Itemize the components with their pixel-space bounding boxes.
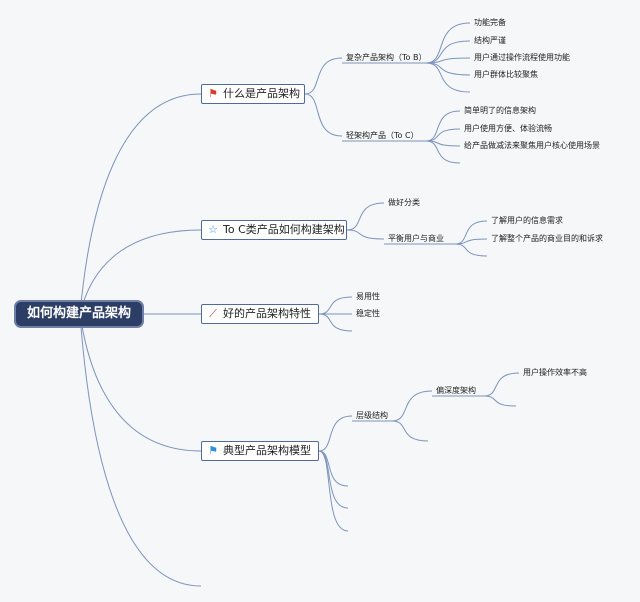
node-usability[interactable]: 易用性	[356, 292, 380, 301]
connector-t4-empty-1	[318, 450, 349, 509]
connector-t4-empty-0	[318, 450, 349, 487]
connector-t3-item-0	[318, 296, 353, 315]
connector-t1-b-item-0	[425, 22, 471, 64]
connector-t4-item1	[318, 415, 353, 452]
connector-t1-b-item-3	[425, 62, 471, 76]
connector-t1-b	[304, 57, 343, 95]
node-balance-user-business[interactable]: 平衡用户与商业	[388, 234, 444, 243]
connector-root-extra	[79, 313, 202, 587]
connector-t2-sub-1	[454, 238, 488, 245]
connector-t4-subsub2	[483, 395, 517, 407]
node-operation-flow[interactable]: 用户通过操作流程使用功能	[474, 53, 570, 62]
connector-t1-c-item-0	[425, 110, 461, 142]
blue-flag-icon: ⚑	[208, 444, 218, 457]
node-core-scenario[interactable]: 给产品做减法来聚焦用户核心使用场景	[464, 141, 600, 150]
node-clear-info-architecture[interactable]: 简单明了的信息架构	[464, 106, 536, 115]
node-stability[interactable]: 稳定性	[356, 309, 380, 318]
magic-wand-icon: ⟋	[209, 307, 217, 320]
topic-label: 什么是产品架构	[223, 87, 300, 100]
connector-t4-subsub1	[483, 372, 520, 397]
topic-label: 好的产品架构特性	[223, 307, 311, 320]
root-topic[interactable]: 如何构建产品架构	[14, 300, 144, 328]
connector-t1-b-item-2	[425, 57, 471, 64]
node-user-info-needs[interactable]: 了解用户的信息需求	[491, 216, 563, 225]
node-complex-architecture[interactable]: 复杂产品架构（To B）	[346, 53, 427, 62]
topic-label: To C类产品如何构建架构	[223, 223, 345, 236]
node-business-goals[interactable]: 了解整个产品的商业目的和诉求	[491, 234, 603, 243]
connector-t4-empty-2	[318, 450, 349, 532]
connector-t1-b-item-4	[425, 62, 471, 93]
node-light-architecture[interactable]: 轻架构产品（To C）	[346, 131, 419, 140]
node-feature-complete[interactable]: 功能完备	[474, 18, 506, 27]
topic-good-architecture-traits[interactable]: ⟋ 好的产品架构特性	[201, 304, 319, 324]
topic-to-c-architecture[interactable]: ☆ To C类产品如何构建架构	[201, 220, 347, 240]
node-focused-users[interactable]: 用户群体比较聚焦	[474, 70, 538, 79]
node-hierarchy[interactable]: 层级结构	[356, 411, 388, 420]
connector-t4-sub2	[391, 420, 429, 442]
topic-label: 典型产品架构模型	[223, 444, 311, 457]
connector-t1-c	[304, 93, 343, 137]
connector-t1-c-item-3	[425, 140, 461, 164]
node-strict-structure[interactable]: 结构严谨	[474, 36, 506, 45]
connector-t2-item2	[346, 229, 385, 240]
connector-root-topic2	[79, 229, 202, 315]
topic-what-is-architecture[interactable]: ⚑ 什么是产品架构	[201, 84, 305, 104]
red-flag-icon: ⚑	[208, 87, 218, 100]
connector-t3-item-2	[318, 313, 353, 332]
connector-root-topic1	[79, 93, 202, 315]
node-smooth-experience[interactable]: 用户使用方便、体验流畅	[464, 124, 552, 133]
node-low-efficiency[interactable]: 用户操作效率不高	[523, 368, 587, 377]
connector-t2-item1	[346, 202, 385, 231]
connector-root-topic4	[79, 313, 202, 452]
node-depth-architecture[interactable]: 偏深度架构	[436, 386, 476, 395]
topic-typical-models[interactable]: ⚑ 典型产品架构模型	[201, 441, 319, 461]
node-good-classification[interactable]: 做好分类	[388, 198, 420, 207]
connector-t4-sub1	[391, 390, 433, 422]
connector-t2-sub-2	[454, 243, 488, 257]
star-icon: ☆	[208, 223, 218, 236]
